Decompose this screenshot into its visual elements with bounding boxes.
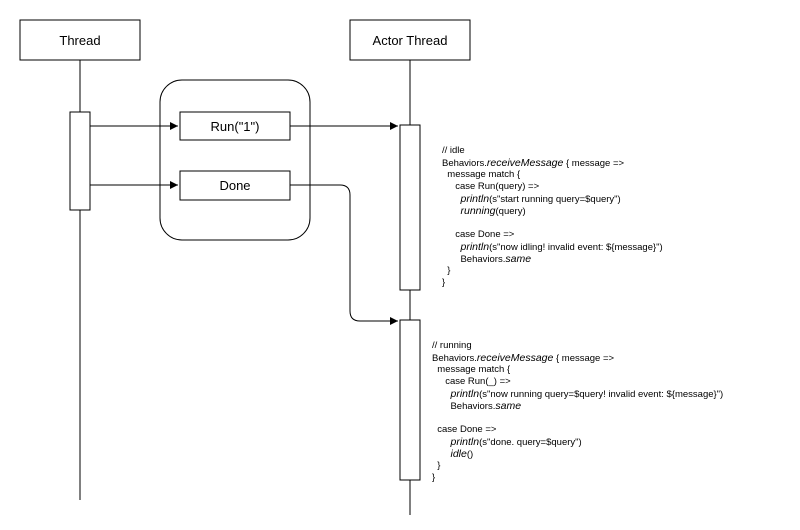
running-code-line: } bbox=[432, 472, 723, 484]
running-code-token: } bbox=[432, 472, 436, 483]
thread-activation-bar bbox=[69, 111, 91, 211]
actor-idle-activation-bar bbox=[399, 124, 421, 291]
idle-code-token: { message => bbox=[563, 158, 625, 169]
idle-code-token bbox=[442, 242, 460, 253]
mailbox-group bbox=[159, 79, 311, 241]
idle-code-token: running bbox=[460, 205, 496, 217]
running-code-line: // running bbox=[432, 340, 723, 352]
running-code-token: receiveMessage bbox=[476, 352, 554, 364]
thread-participant-label: Thread bbox=[59, 33, 100, 48]
running-code-line: message match { bbox=[432, 364, 723, 376]
running-code-line bbox=[432, 412, 723, 424]
running-code-token: Behaviors. bbox=[432, 401, 496, 412]
running-code-token: println bbox=[450, 388, 480, 400]
running-code-token: () bbox=[466, 449, 474, 460]
running-code-token: same bbox=[495, 400, 522, 412]
running-code-line: println(s"done. query=$query") bbox=[432, 436, 723, 448]
idle-code-line: message match { bbox=[442, 169, 663, 181]
actor-running-activation-bar bbox=[399, 319, 421, 481]
idle-code-token: println bbox=[460, 241, 490, 253]
idle-code-token bbox=[442, 194, 460, 205]
thread-participant: Thread bbox=[19, 19, 141, 61]
idle-code-token: (s"start running query=$query") bbox=[489, 194, 621, 205]
running-code-token: { message => bbox=[553, 353, 615, 364]
running-code-token: message match { bbox=[432, 364, 511, 375]
run-message: Run("1") bbox=[179, 111, 291, 141]
running-code-token bbox=[432, 437, 450, 448]
idle-code-token: Behaviors. bbox=[442, 158, 487, 169]
running-code-token: case Run(_) => bbox=[432, 376, 511, 387]
idle-code-line: } bbox=[442, 265, 663, 277]
idle-code-token: (query) bbox=[495, 206, 526, 217]
idle-code-line: Behaviors.receiveMessage { message => bbox=[442, 157, 663, 169]
running-code-token: } bbox=[432, 460, 441, 471]
running-code-line: } bbox=[432, 460, 723, 472]
idle-code-line: } bbox=[442, 277, 663, 289]
idle-code-token: } bbox=[442, 265, 451, 276]
done-message: Done bbox=[179, 170, 291, 201]
running-code-token bbox=[432, 389, 450, 400]
running-code-token: (s"done. query=$query") bbox=[479, 437, 582, 448]
running-code-token bbox=[432, 449, 450, 460]
idle-code-line: case Done => bbox=[442, 229, 663, 241]
idle-code-token: Behaviors. bbox=[442, 254, 506, 265]
idle-code-line bbox=[442, 217, 663, 229]
idle-code-token bbox=[442, 206, 460, 217]
idle-code-line: println(s"start running query=$query") bbox=[442, 193, 663, 205]
running-code-line: case Run(_) => bbox=[432, 376, 723, 388]
running-code-line: println(s"now running query=$query! inva… bbox=[432, 388, 723, 400]
run-message-label: Run("1") bbox=[211, 119, 260, 134]
running-code-token: println bbox=[450, 436, 480, 448]
idle-code-token: (s"now idling! invalid event: ${message}… bbox=[489, 242, 663, 253]
done-message-label: Done bbox=[219, 178, 250, 193]
idle-code-line: case Run(query) => bbox=[442, 181, 663, 193]
running-code-token: Behaviors. bbox=[432, 353, 477, 364]
idle-code-token: message match { bbox=[442, 169, 521, 180]
running-code-token: idle bbox=[450, 448, 467, 460]
idle-code-token: same bbox=[505, 253, 532, 265]
arrow-done-to-actor bbox=[290, 184, 398, 325]
idle-code-line: // idle bbox=[442, 145, 663, 157]
running-code-token: case Done => bbox=[432, 424, 497, 435]
running-code-line: case Done => bbox=[432, 424, 723, 436]
idle-code-token: case Done => bbox=[442, 229, 515, 240]
idle-code-token: case Run(query) => bbox=[442, 181, 540, 192]
running-code-line: Behaviors.receiveMessage { message => bbox=[432, 352, 723, 364]
idle-code-token: } bbox=[442, 277, 446, 288]
running-code-token: // running bbox=[432, 340, 472, 351]
idle-code-token: println bbox=[460, 193, 490, 205]
running-code-token: (s"now running query=$query! invalid eve… bbox=[479, 389, 724, 400]
idle-code-line: running(query) bbox=[442, 205, 663, 217]
idle-code-line: Behaviors.same bbox=[442, 253, 663, 265]
idle-code-token: // idle bbox=[442, 145, 465, 156]
actor-thread-participant-label: Actor Thread bbox=[373, 33, 448, 48]
running-code-line: Behaviors.same bbox=[432, 400, 723, 412]
running-code-line: idle() bbox=[432, 448, 723, 460]
actor-thread-participant: Actor Thread bbox=[349, 19, 471, 61]
idle-code-line: println(s"now idling! invalid event: ${m… bbox=[442, 241, 663, 253]
idle-code-token: receiveMessage bbox=[486, 157, 564, 169]
